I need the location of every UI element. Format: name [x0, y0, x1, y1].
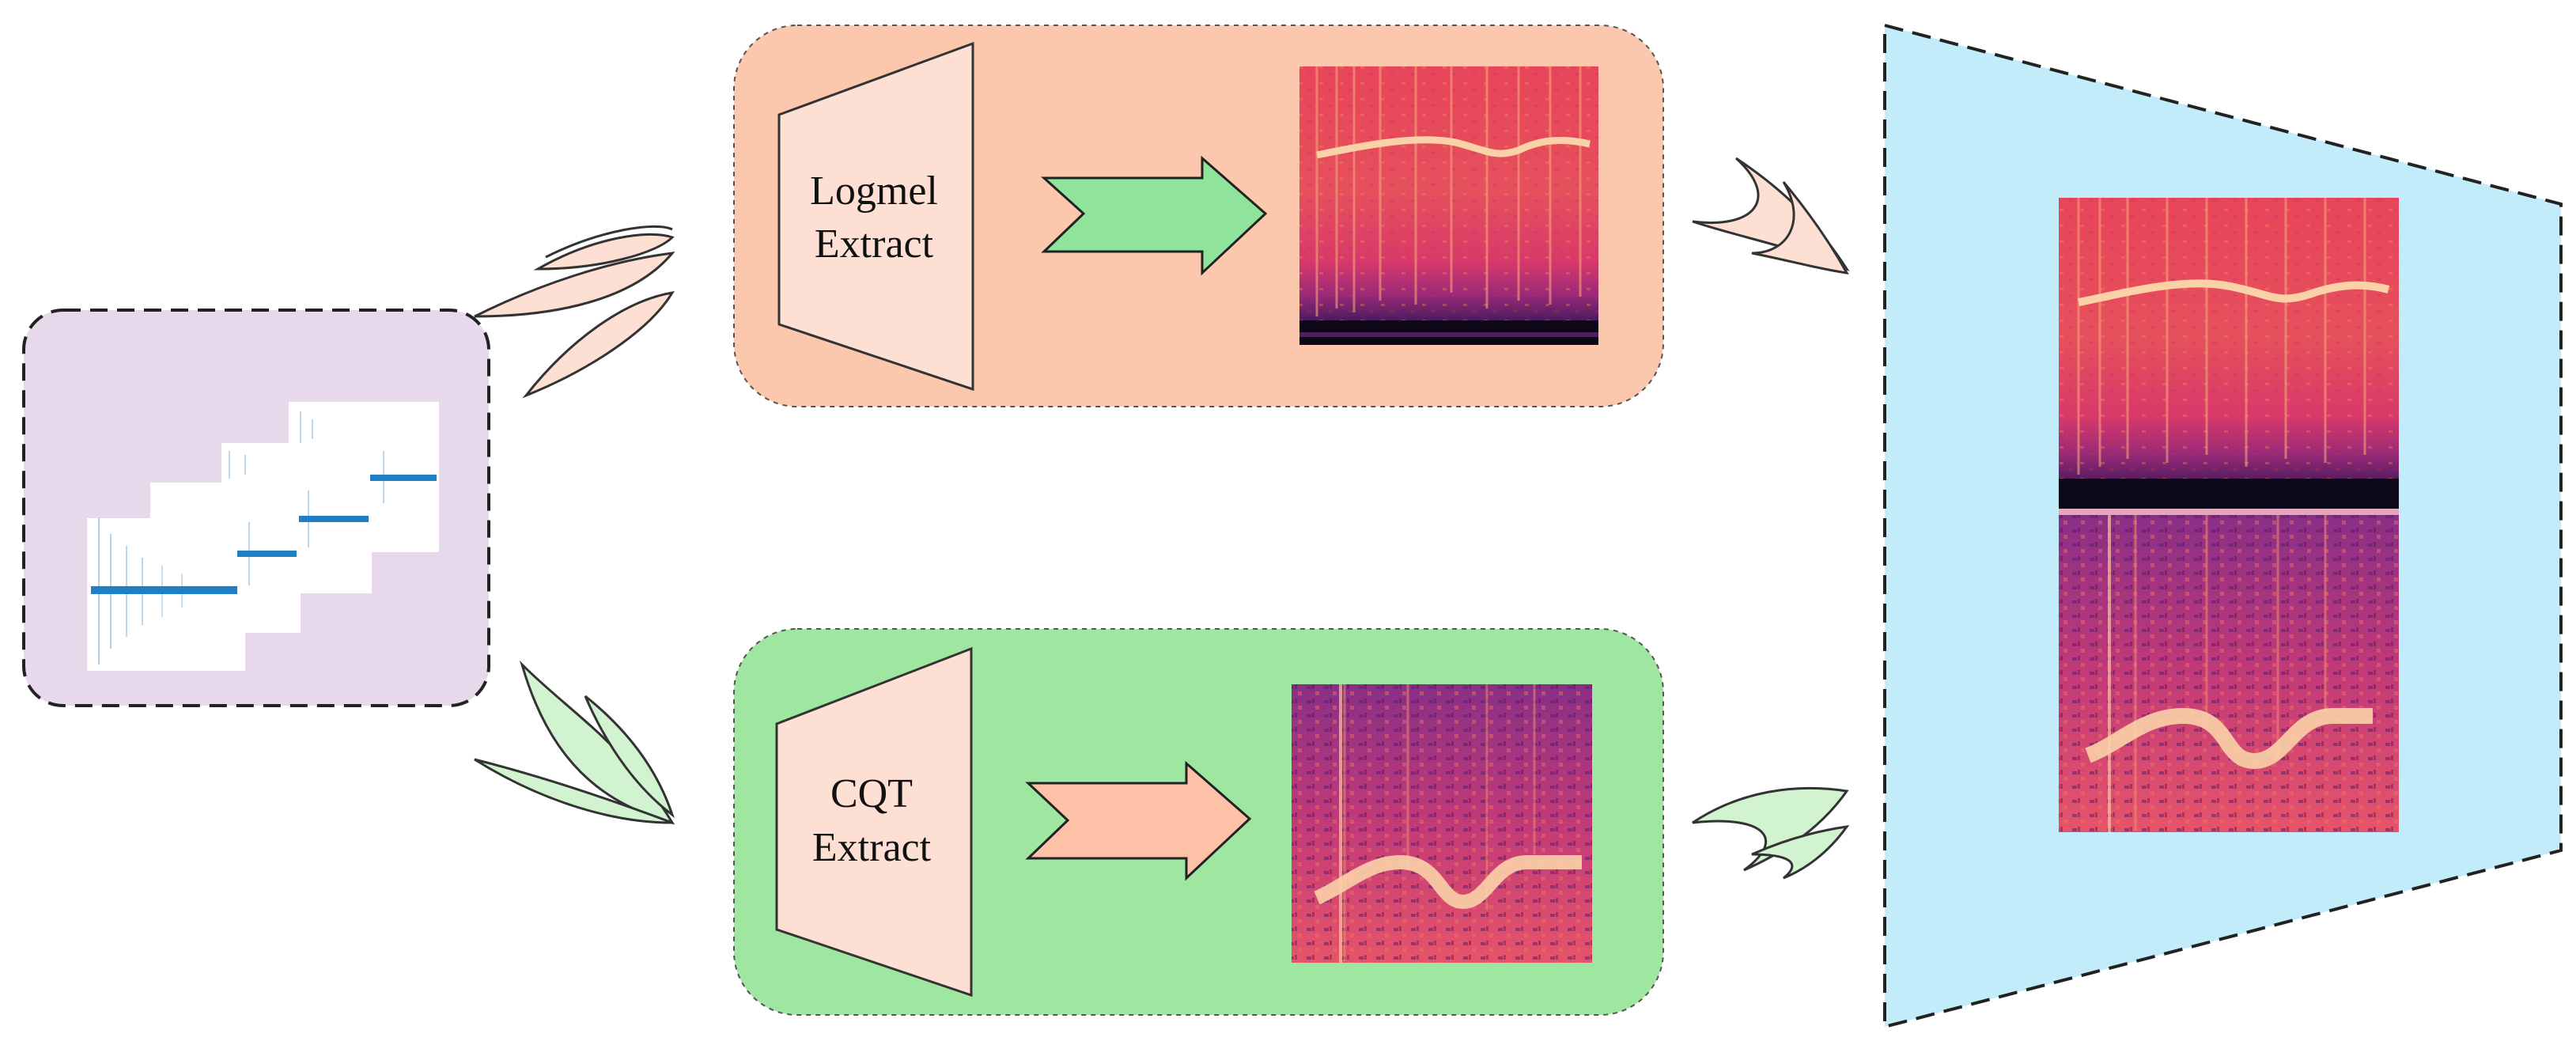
waveform-1 — [91, 518, 237, 664]
logmel-branch: Logmel Extract — [733, 25, 1664, 407]
connector-logmel-to-output — [1692, 157, 1850, 275]
logmel-extractor-trapezoid — [777, 41, 974, 392]
cqt-spectrogram — [1292, 684, 1592, 963]
cqt-extractor-trapezoid — [775, 646, 973, 998]
cqt-branch: CQT Extract — [733, 628, 1664, 1016]
waveform-3 — [299, 490, 369, 547]
connector-input-to-cqt — [474, 660, 675, 825]
cqt-label-line1: CQT — [830, 771, 913, 816]
logmel-spectrogram — [1299, 66, 1598, 345]
logmel-label-line2: Extract — [815, 221, 934, 267]
logmel-label-line1: Logmel — [810, 168, 938, 214]
cqt-flow-arrow — [1025, 760, 1252, 881]
waveform-5 — [229, 411, 313, 479]
logmel-flow-arrow — [1041, 155, 1268, 276]
cqt-label-line2: Extract — [812, 825, 932, 870]
waveform-4 — [370, 451, 437, 503]
connector-cqt-to-output — [1692, 786, 1850, 880]
output-panel — [1883, 23, 2563, 1029]
waveform-segments — [91, 411, 437, 664]
waveform-2 — [237, 522, 297, 585]
stacked-feature-map — [2059, 198, 2399, 832]
input-panel — [22, 309, 490, 707]
connector-input-to-logmel — [474, 225, 675, 399]
